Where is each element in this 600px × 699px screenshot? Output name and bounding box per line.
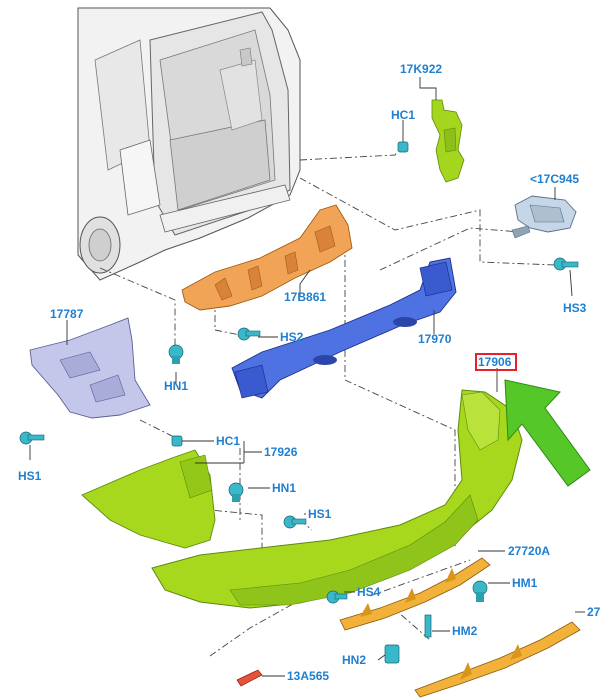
callout-labels: 17K922 HC1 <17C945 HS3 17787 17B861 HS2 … xyxy=(18,62,600,683)
label-hc1-mid: HC1 xyxy=(216,434,240,448)
part-17926-corner-cover xyxy=(81,449,216,549)
label-17k922: 17K922 xyxy=(400,62,442,76)
part-17787-bracket xyxy=(29,317,151,419)
label-hs2: HS2 xyxy=(280,330,304,344)
label-hn1-left: HN1 xyxy=(164,379,188,393)
fastener-hs1-mid xyxy=(283,515,307,529)
fastener-hc1-mid xyxy=(171,435,183,447)
label-17926: 17926 xyxy=(264,445,298,459)
attention-arrow xyxy=(504,379,591,487)
part-13a565-clip xyxy=(236,669,263,687)
label-17906: 17906 xyxy=(478,355,512,369)
label-hs4: HS4 xyxy=(357,585,381,599)
label-hm2: HM2 xyxy=(452,624,478,638)
fastener-hs2 xyxy=(237,327,261,341)
label-hm1: HM1 xyxy=(512,576,538,590)
label-17b861: 17B861 xyxy=(284,290,326,304)
fastener-hs3 xyxy=(553,257,579,271)
part-17970-beam xyxy=(231,257,457,399)
label-27720a: 27720A xyxy=(508,544,550,558)
fastener-hn2 xyxy=(384,644,400,664)
fastener-hn1-left xyxy=(168,344,184,364)
fastener-hn1-mid xyxy=(228,482,244,502)
label-hs1-left: HS1 xyxy=(18,469,42,483)
label-hn2: HN2 xyxy=(342,653,366,667)
fastener-hc1-top xyxy=(397,141,409,153)
part-17k922-bracket xyxy=(431,99,465,183)
label-leader-lines xyxy=(29,77,585,677)
label-13a565: 13A565 xyxy=(287,669,329,683)
part-27-lower-strip xyxy=(414,621,581,698)
fasteners xyxy=(19,141,579,664)
label-hs1-mid: HS1 xyxy=(308,507,332,521)
label-hs3: HS3 xyxy=(563,301,587,315)
assembly-guide-lines xyxy=(99,147,556,657)
label-hn1-mid: HN1 xyxy=(272,481,296,495)
label-17787: 17787 xyxy=(50,307,84,321)
part-17c945-bracket xyxy=(511,195,577,239)
part-27720a-reflector-strip xyxy=(339,557,491,631)
fastener-hm1 xyxy=(472,580,488,602)
label-hc1-top: HC1 xyxy=(391,108,415,122)
fastener-hm2 xyxy=(424,614,432,638)
label-17970: 17970 xyxy=(418,332,452,346)
fastener-hs1-left xyxy=(19,431,45,445)
label-17c945: <17C945 xyxy=(530,172,579,186)
fastener-hs4 xyxy=(326,590,348,604)
label-27: 27 xyxy=(587,605,600,619)
highlight-box-17906 xyxy=(475,353,517,371)
part-17b861-bracket xyxy=(181,204,353,311)
vehicle-body-illustration xyxy=(77,7,301,281)
